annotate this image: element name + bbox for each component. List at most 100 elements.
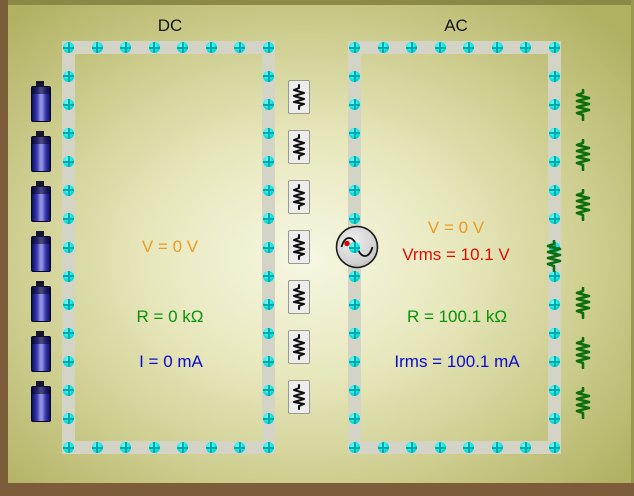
junction-node-icon[interactable]: [263, 99, 274, 111]
resistor-box-icon[interactable]: [288, 80, 310, 114]
junction-node-icon[interactable]: [63, 356, 74, 368]
junction-node-icon[interactable]: [549, 42, 560, 53]
shelf-resistor-icon[interactable]: [575, 88, 591, 122]
junction-node-icon[interactable]: [549, 327, 560, 339]
junction-node-icon[interactable]: [549, 442, 560, 453]
junction-node-icon[interactable]: [263, 327, 274, 339]
junction-node-icon[interactable]: [63, 127, 74, 139]
junction-node-icon[interactable]: [63, 327, 74, 339]
junction-node-icon[interactable]: [263, 270, 274, 282]
junction-node-icon[interactable]: [520, 442, 532, 453]
junction-node-icon[interactable]: [63, 413, 74, 425]
junction-node-icon[interactable]: [63, 156, 74, 168]
shelf-resistor-icon[interactable]: [575, 138, 591, 172]
junction-node-icon[interactable]: [377, 42, 389, 53]
junction-node-icon[interactable]: [205, 442, 217, 453]
junction-node-icon[interactable]: [349, 384, 360, 396]
junction-node-icon[interactable]: [63, 384, 74, 396]
junction-node-icon[interactable]: [349, 356, 360, 368]
shelf-resistor-icon[interactable]: [575, 286, 591, 320]
junction-node-icon[interactable]: [549, 99, 560, 111]
junction-node-icon[interactable]: [234, 442, 246, 453]
junction-node-icon[interactable]: [263, 184, 274, 196]
junction-node-icon[interactable]: [63, 42, 74, 53]
resistor-box-icon[interactable]: [288, 180, 310, 214]
junction-node-icon[interactable]: [63, 242, 74, 253]
junction-node-icon[interactable]: [549, 156, 560, 168]
junction-node-icon[interactable]: [263, 42, 274, 53]
resistor-box-icon[interactable]: [288, 230, 310, 264]
junction-node-icon[interactable]: [63, 442, 74, 453]
junction-node-icon[interactable]: [120, 42, 132, 53]
junction-node-icon[interactable]: [205, 42, 217, 53]
junction-node-icon[interactable]: [349, 413, 360, 425]
junction-node-icon[interactable]: [349, 213, 360, 225]
junction-node-icon[interactable]: [434, 442, 446, 453]
junction-node-icon[interactable]: [263, 127, 274, 139]
junction-node-icon[interactable]: [263, 356, 274, 368]
shelf-resistor-icon[interactable]: [575, 188, 591, 222]
resistor-box-icon[interactable]: [288, 380, 310, 414]
battery-icon[interactable]: [31, 331, 51, 372]
junction-node-icon[interactable]: [349, 99, 360, 111]
junction-node-icon[interactable]: [63, 299, 74, 311]
junction-node-icon[interactable]: [491, 42, 503, 53]
junction-node-icon[interactable]: [263, 299, 274, 311]
battery-icon[interactable]: [31, 131, 51, 172]
shelf-resistor-icon[interactable]: [575, 336, 591, 370]
junction-node-icon[interactable]: [263, 242, 274, 253]
battery-icon[interactable]: [31, 231, 51, 272]
junction-node-icon[interactable]: [63, 99, 74, 111]
junction-node-icon[interactable]: [177, 42, 189, 53]
junction-node-icon[interactable]: [148, 42, 160, 53]
junction-node-icon[interactable]: [349, 242, 360, 253]
junction-node-icon[interactable]: [349, 270, 360, 282]
junction-node-icon[interactable]: [349, 70, 360, 82]
battery-icon[interactable]: [31, 381, 51, 422]
junction-node-icon[interactable]: [549, 184, 560, 196]
junction-node-icon[interactable]: [148, 442, 160, 453]
junction-node-icon[interactable]: [349, 127, 360, 139]
junction-node-icon[interactable]: [263, 413, 274, 425]
placed-resistor-icon[interactable]: [546, 239, 562, 273]
junction-node-icon[interactable]: [549, 356, 560, 368]
junction-node-icon[interactable]: [349, 327, 360, 339]
junction-node-icon[interactable]: [263, 156, 274, 168]
junction-node-icon[interactable]: [349, 442, 360, 453]
junction-node-icon[interactable]: [549, 413, 560, 425]
junction-node-icon[interactable]: [349, 42, 360, 53]
junction-node-icon[interactable]: [91, 442, 103, 453]
resistor-box-icon[interactable]: [288, 280, 310, 314]
junction-node-icon[interactable]: [234, 42, 246, 53]
junction-node-icon[interactable]: [263, 442, 274, 453]
junction-node-icon[interactable]: [520, 42, 532, 53]
junction-node-icon[interactable]: [549, 213, 560, 225]
junction-node-icon[interactable]: [263, 213, 274, 225]
junction-node-icon[interactable]: [491, 442, 503, 453]
junction-node-icon[interactable]: [349, 299, 360, 311]
junction-node-icon[interactable]: [263, 70, 274, 82]
junction-node-icon[interactable]: [549, 384, 560, 396]
battery-icon[interactable]: [31, 281, 51, 322]
junction-node-icon[interactable]: [463, 42, 475, 53]
junction-node-icon[interactable]: [377, 442, 389, 453]
junction-node-icon[interactable]: [463, 442, 475, 453]
junction-node-icon[interactable]: [63, 213, 74, 225]
junction-node-icon[interactable]: [434, 42, 446, 53]
junction-node-icon[interactable]: [549, 127, 560, 139]
junction-node-icon[interactable]: [349, 156, 360, 168]
battery-icon[interactable]: [31, 181, 51, 222]
shelf-resistor-icon[interactable]: [575, 386, 591, 420]
junction-node-icon[interactable]: [91, 42, 103, 53]
junction-node-icon[interactable]: [406, 42, 418, 53]
junction-node-icon[interactable]: [63, 184, 74, 196]
junction-node-icon[interactable]: [263, 384, 274, 396]
junction-node-icon[interactable]: [63, 70, 74, 82]
junction-node-icon[interactable]: [549, 299, 560, 311]
junction-node-icon[interactable]: [177, 442, 189, 453]
junction-node-icon[interactable]: [406, 442, 418, 453]
junction-node-icon[interactable]: [120, 442, 132, 453]
resistor-box-icon[interactable]: [288, 330, 310, 364]
junction-node-icon[interactable]: [549, 70, 560, 82]
junction-node-icon[interactable]: [349, 184, 360, 196]
